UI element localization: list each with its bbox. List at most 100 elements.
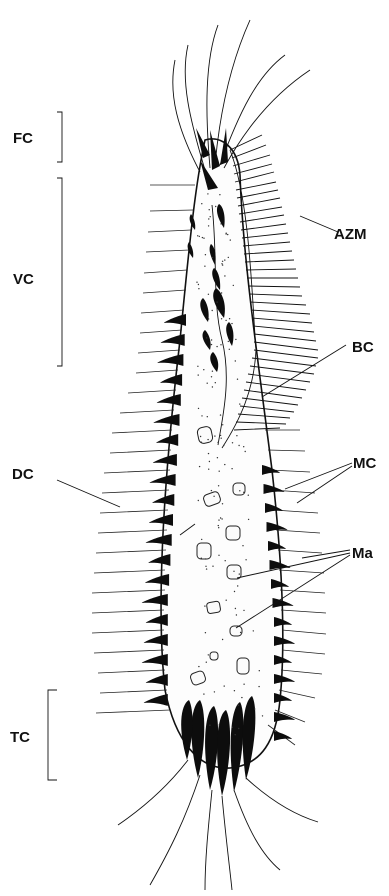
caudal-cilia xyxy=(118,760,318,890)
stipple-dot xyxy=(236,435,237,436)
stipple-dot xyxy=(220,223,221,224)
stipple-dot xyxy=(232,442,233,443)
stipple-dot xyxy=(228,257,229,258)
stipple-dot xyxy=(220,517,221,518)
stipple-dot xyxy=(243,446,244,447)
stipple-dot xyxy=(217,442,218,443)
bracket-fc xyxy=(57,112,62,162)
cell-body xyxy=(161,139,283,768)
marginal-cirrus xyxy=(157,394,181,406)
stipple-dot xyxy=(218,525,219,526)
stipple-dot xyxy=(259,670,260,671)
stipple-dot xyxy=(221,438,222,439)
stipple-dot xyxy=(218,527,219,528)
stipple-dot xyxy=(218,555,219,556)
marginal-cirrus xyxy=(142,594,168,606)
stipple-dot xyxy=(243,684,244,685)
stipple-dot xyxy=(218,485,219,486)
stipple-dot xyxy=(226,233,227,234)
stipple-dot xyxy=(209,209,210,210)
stipple-dot xyxy=(205,558,206,559)
stipple-dot xyxy=(238,705,239,706)
stipple-dot xyxy=(202,237,203,238)
stipple-dot xyxy=(233,571,234,572)
stipple-dot xyxy=(214,435,215,436)
stipple-dot xyxy=(225,560,226,561)
stipple-dot xyxy=(238,445,239,446)
marginal-cirrus xyxy=(148,554,170,566)
stipple-dot xyxy=(212,310,213,311)
stipple-dot xyxy=(208,453,209,454)
stipple-dot xyxy=(206,662,207,663)
stipple-dot xyxy=(219,194,220,195)
marginal-cirrus xyxy=(153,454,177,466)
stipple-dot xyxy=(253,630,254,631)
stipple-dot xyxy=(220,344,221,345)
stipple-dot xyxy=(210,216,211,217)
label-dc: DC xyxy=(12,466,34,483)
stipple-dot xyxy=(248,495,249,496)
label-fc: FC xyxy=(13,130,33,147)
marginal-cirrus xyxy=(274,693,292,703)
stipple-dot xyxy=(201,539,202,540)
stipple-dot xyxy=(235,734,236,735)
stipple-dot xyxy=(211,376,212,377)
stipple-dot xyxy=(214,691,215,692)
marginal-cirrus xyxy=(164,314,186,326)
stipple-dot xyxy=(201,203,202,204)
stipple-dot xyxy=(230,239,231,240)
marginal-cirrus xyxy=(152,494,174,506)
marginal-cirrus xyxy=(156,434,178,446)
stipple-dot xyxy=(232,727,233,728)
stipple-dot xyxy=(209,725,210,726)
stipple-dot xyxy=(199,236,200,237)
label-mc: MC xyxy=(353,455,376,472)
stipple-dot xyxy=(222,639,223,640)
stipple-dot xyxy=(235,360,236,361)
stipple-dot xyxy=(222,424,223,425)
stipple-dot xyxy=(208,318,209,319)
stipple-dot xyxy=(203,369,204,370)
stipple-dot xyxy=(198,500,199,501)
label-azm: AZM xyxy=(334,226,367,243)
marginal-cirrus xyxy=(154,414,180,426)
stipple-dot xyxy=(231,323,232,324)
stipple-dot xyxy=(212,371,213,372)
stipple-dot xyxy=(216,301,217,302)
stipple-dot xyxy=(228,341,229,342)
stipple-dot xyxy=(204,605,205,606)
marginal-cirrus xyxy=(160,374,182,386)
stipple-dot xyxy=(242,545,243,546)
stipple-dot xyxy=(219,724,220,725)
stipple-dot xyxy=(243,610,244,611)
stipple-dot xyxy=(211,344,212,345)
stipple-dot xyxy=(221,292,222,293)
stipple-dot xyxy=(219,471,220,472)
stipple-dot xyxy=(205,566,206,567)
stipple-dot xyxy=(205,254,206,255)
stipple-dot xyxy=(196,282,197,283)
marginal-cirrus xyxy=(146,674,168,686)
stipple-dot xyxy=(224,259,225,260)
label-vc: VC xyxy=(13,271,34,288)
stipple-dot xyxy=(227,234,228,235)
stipple-dot xyxy=(221,263,222,264)
stipple-dot xyxy=(258,686,259,687)
stipple-dot xyxy=(234,690,235,691)
stipple-dot xyxy=(200,436,201,437)
stipple-dot xyxy=(235,608,236,609)
stipple-dot xyxy=(229,318,230,319)
stipple-dot xyxy=(217,457,218,458)
stipple-dot xyxy=(236,614,237,615)
label-bc: BC xyxy=(352,339,374,356)
stipple-dot xyxy=(197,235,198,236)
stipple-dot xyxy=(216,346,217,347)
marginal-cirrus xyxy=(142,654,168,666)
stipple-dot xyxy=(211,490,212,491)
stipple-dot xyxy=(201,558,202,559)
marginal-cirrus xyxy=(144,694,168,706)
stipple-dot xyxy=(206,568,207,569)
stipple-dot xyxy=(254,708,255,709)
stipple-dot xyxy=(224,275,225,276)
bracket-vc xyxy=(57,178,62,366)
